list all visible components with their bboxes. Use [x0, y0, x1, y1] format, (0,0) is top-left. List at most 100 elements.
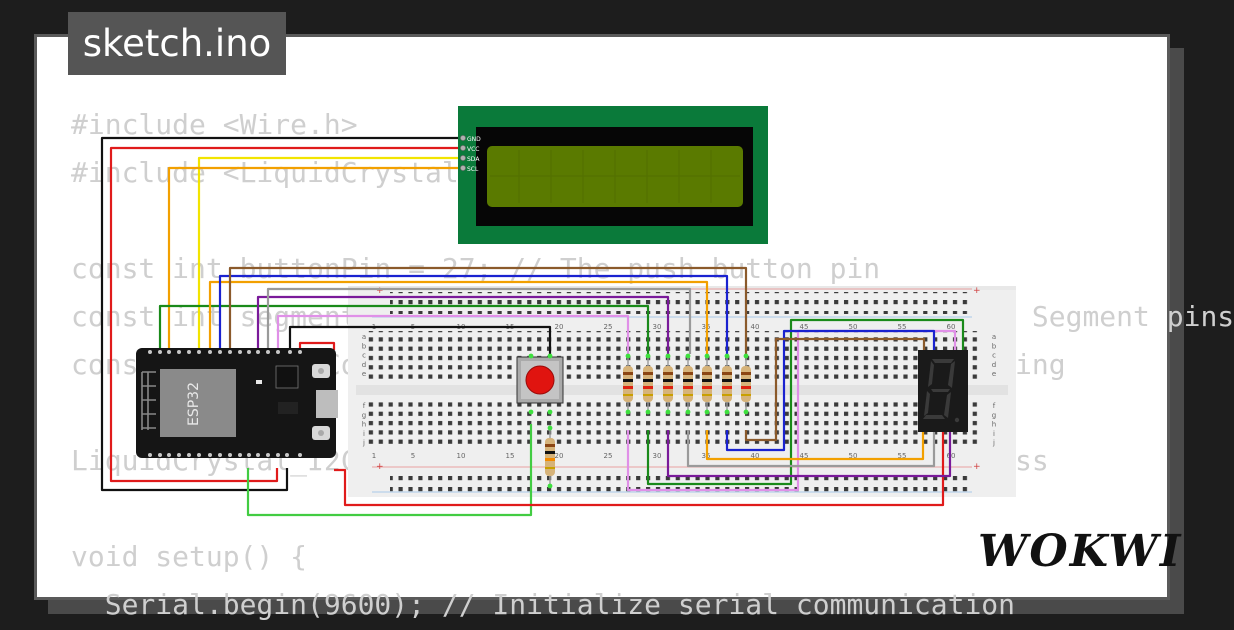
bottom-terminal-strip — [366, 400, 980, 448]
column-number: 15 — [506, 452, 515, 460]
row-letter: j — [362, 439, 365, 447]
column-number: 40 — [751, 452, 760, 460]
wire-display-green — [646, 318, 965, 486]
esp32-bottom-pins — [148, 453, 302, 457]
wire-segment-orange — [208, 280, 709, 354]
row-letter: a — [362, 333, 366, 341]
svg-text:+: + — [973, 462, 981, 472]
column-number: 45 — [800, 323, 809, 331]
column-number: 25 — [604, 323, 613, 331]
column-number: 50 — [849, 452, 858, 460]
wire-button-signal — [246, 424, 533, 517]
row-letter: h — [362, 421, 366, 429]
code-line: const int buttonPin = 27; // The push bu… — [71, 252, 881, 285]
column-number: 30 — [653, 452, 662, 460]
lcd-pin-vcc — [460, 145, 466, 151]
resistor-1 — [623, 366, 633, 402]
push-button — [516, 356, 564, 404]
lcd-pin-label-vcc: VCC — [467, 146, 479, 153]
bottom-power-rail — [390, 470, 970, 492]
esp32-module-shield — [160, 369, 236, 437]
wire-display-blue — [725, 329, 936, 452]
connection-markers — [528, 353, 749, 489]
row-letter: b — [362, 342, 367, 350]
wire-segment-blue — [218, 274, 729, 354]
lcd-pin-label-gnd: GND — [467, 136, 481, 143]
svg-text:+: + — [376, 286, 384, 296]
row-letter: g — [362, 411, 366, 419]
file-tab[interactable]: sketch.ino — [68, 12, 286, 75]
center-channel — [356, 385, 1008, 395]
wire-gnd — [100, 136, 462, 492]
antenna-trace — [141, 371, 156, 430]
wire-display-purple — [666, 430, 952, 478]
lcd-pin-label-sda: SDA — [467, 156, 480, 163]
code-line: #include <Wire.h> — [71, 108, 358, 141]
row-letter: i — [363, 430, 365, 438]
lcd-pin-gnd — [460, 135, 466, 141]
column-number: 1 — [372, 452, 376, 460]
row-letter: f — [993, 402, 996, 410]
row-letter: d — [992, 361, 996, 369]
usb-serial-chip — [275, 365, 299, 389]
column-number: 45 — [800, 452, 809, 460]
wire-display-common — [334, 432, 945, 507]
row-letter: f — [363, 402, 366, 410]
row-letter: i — [993, 430, 995, 438]
row-letter: d — [362, 361, 366, 369]
column-number: 40 — [751, 323, 760, 331]
resistor-3 — [663, 366, 673, 402]
column-number: 50 — [849, 323, 858, 331]
voltage-regulator — [278, 402, 298, 414]
wire-esp-vin — [298, 341, 336, 352]
esp32-top-pins — [148, 350, 302, 354]
seven-segment-digit-value: 8 — [0, 0, 1, 1]
wire-sda — [197, 156, 462, 352]
wire-display-brown — [744, 337, 926, 442]
column-number: 55 — [898, 452, 907, 460]
resistor-pulldown — [545, 438, 555, 476]
wire-segment-purple — [256, 295, 670, 354]
wire-segment-green — [158, 304, 650, 354]
wokwi-logo: WOKWI — [978, 525, 1183, 577]
resistor-2 — [643, 366, 653, 402]
wire-display-orange — [705, 430, 925, 461]
resistor-4 — [683, 366, 693, 402]
row-letter: c — [992, 352, 996, 360]
wire-segment-pink — [276, 314, 630, 354]
svg-text:+: + — [973, 286, 981, 296]
code-line: void setup() { — [71, 540, 308, 573]
wires — [100, 136, 965, 517]
resistor-7 — [741, 366, 751, 402]
column-number: 10 — [457, 452, 466, 460]
row-letter: g — [992, 411, 996, 419]
push-button-cap — [525, 365, 555, 395]
column-number: 25 — [604, 452, 613, 460]
lcd-pin-label-scl: SCL — [467, 166, 479, 173]
esp32-label: ESP32 — [186, 382, 202, 426]
resistor-6 — [722, 366, 732, 402]
wire-display-gray — [686, 430, 936, 468]
column-number: 20 — [555, 323, 564, 331]
row-letter: h — [992, 421, 996, 429]
resistors — [545, 356, 751, 486]
lcd-pin-sda — [460, 155, 466, 161]
column-number: 5 — [411, 452, 415, 460]
power-led — [256, 380, 262, 384]
column-number: 30 — [653, 323, 662, 331]
seven-segment-display: 8 — [0, 0, 968, 432]
resistor-5 — [702, 366, 712, 402]
row-letter: j — [992, 439, 995, 447]
row-letter: e — [362, 370, 366, 378]
micro-usb-port — [316, 390, 338, 418]
wire-display-pink — [626, 329, 957, 492]
wire-scl — [167, 166, 462, 352]
wire-button-gnd — [288, 325, 552, 356]
row-letter: c — [362, 352, 366, 360]
row-letter: e — [992, 370, 996, 378]
wire-segment-gray — [266, 287, 692, 354]
seven-segment-digit — [923, 359, 960, 423]
code-line: Serial.begin(9600); // Initialize serial… — [71, 588, 1016, 621]
